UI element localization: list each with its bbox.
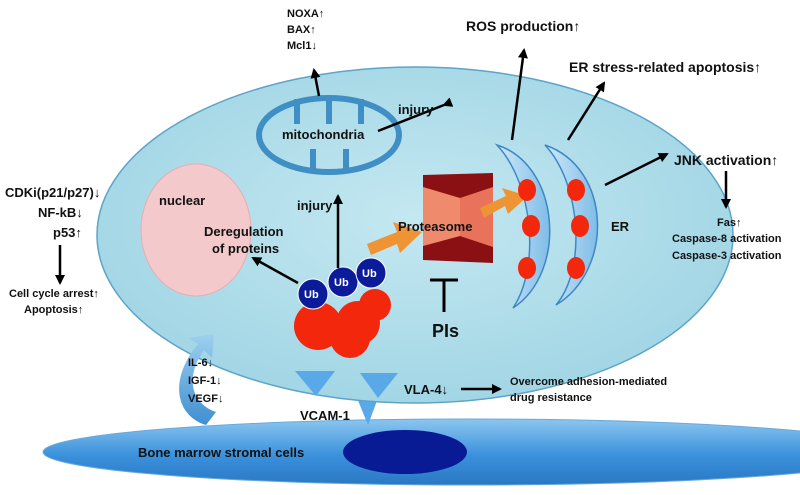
labels: NOXA↑ BAX↑ Mcl1↓ ROS production↑ ER stre…: [5, 8, 782, 460]
label-vla4: VLA-4↓: [404, 382, 448, 397]
label-proteasome: Proteasome: [398, 219, 472, 234]
label-ub-1: Ub: [304, 289, 319, 301]
label-nfkb: NF-kB↓: [38, 205, 83, 220]
ubiquitin-to-proteasome-arrow-icon: [367, 222, 422, 255]
label-stromal: Bone marrow stromal cells: [138, 445, 304, 460]
arrow-er-to-jnk-icon: [604, 152, 669, 187]
label-igf1: IGF-1↓: [188, 375, 222, 387]
label-il6: IL-6↓: [188, 357, 213, 369]
nucleus: [140, 163, 252, 297]
protein-ball: [359, 289, 391, 321]
arrow-er-to-stress-apoptosis-icon: [566, 81, 606, 141]
label-nuclear: nuclear: [159, 193, 205, 208]
vla4-receptor-icon: [360, 373, 398, 398]
stromal-cell-nucleus: [343, 430, 467, 474]
arrow-ub-to-deregulation-icon: [251, 256, 299, 285]
label-vcam: VCAM-1: [300, 408, 350, 423]
label-apoptosis: Apoptosis↑: [24, 304, 83, 316]
label-jnk: JNK activation↑: [674, 152, 778, 168]
ubiquitin-ball: [327, 266, 359, 298]
arrow-ros-to-mito-icon: [377, 97, 454, 133]
label-mcl1: Mcl1↓: [287, 40, 317, 52]
label-ub-3: Ub: [362, 268, 377, 280]
label-injury-center: injury: [297, 198, 333, 213]
label-bax: BAX↑: [287, 24, 316, 36]
label-caspase8: Caspase-8 activation: [672, 233, 782, 245]
label-p53: p53↑: [53, 225, 82, 240]
label-deregulation-1: Deregulation: [204, 224, 284, 239]
adhesion-receptor-left-icon: [295, 371, 335, 396]
label-injury-mito: injury: [398, 102, 434, 117]
arrow-er-to-ros-icon: [510, 48, 528, 141]
stromal-cell: [42, 418, 800, 486]
proteasome-icon: [423, 173, 493, 263]
label-cdki: CDKi(p21/p27)↓: [5, 185, 100, 200]
ubiquitin-ball: [297, 278, 329, 310]
arrow-mito-to-noxa-icon: [310, 68, 321, 97]
pi-inhibition-icon: [430, 278, 458, 312]
ubiquitin-ball: [355, 257, 387, 289]
label-mitochondria: mitochondria: [282, 127, 365, 142]
label-cell-cycle: Cell cycle arrest↑: [9, 288, 99, 300]
mitochondria-icon: [256, 95, 402, 175]
cytokine-curved-arrow-icon: [179, 334, 216, 425]
label-ros: ROS production↑: [466, 18, 580, 34]
label-caspase3: Caspase-3 activation: [672, 250, 782, 262]
label-pis: PIs: [432, 321, 459, 341]
label-ub-2: Ub: [334, 277, 349, 289]
label-overcome-1: Overcome adhesion-mediated: [510, 376, 667, 388]
vcam-receptor-icon: [357, 398, 378, 425]
ubiquitinated-protein-cluster: [294, 257, 391, 358]
label-er-stress: ER stress-related apoptosis↑: [569, 59, 761, 75]
label-fas: Fas↑: [717, 217, 741, 229]
label-noxa: NOXA↑: [287, 8, 324, 20]
label-overcome-2: drug resistance: [510, 392, 592, 404]
label-vegf: VEGF↓: [188, 393, 223, 405]
er-icon: [494, 143, 599, 309]
proteasome-to-er-arrow-icon: [480, 188, 528, 218]
protein-ball: [330, 318, 370, 358]
label-deregulation-2: of proteins: [212, 241, 279, 256]
label-er: ER: [611, 219, 630, 234]
